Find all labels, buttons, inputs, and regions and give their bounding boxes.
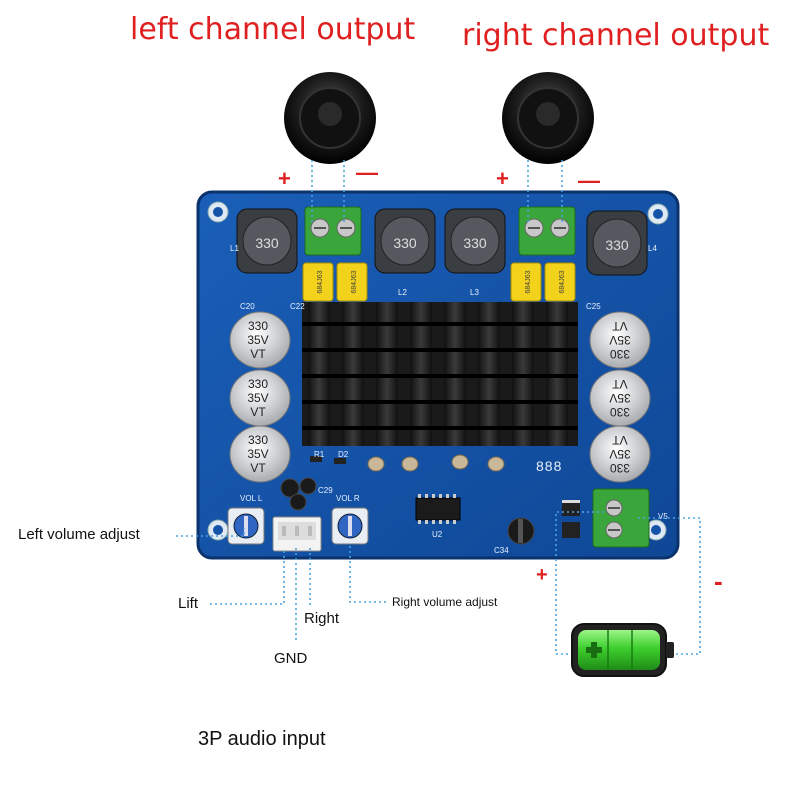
silk-c34: C34 [494, 546, 509, 555]
right-minus-sign: — [578, 168, 600, 193]
left-volume-label: Left volume adjust [18, 526, 140, 543]
left-volume-potentiometer[interactable] [226, 506, 266, 546]
right-channel-output-title: right channel output [462, 18, 770, 53]
film-capacitors-right: 684J63 684J63 [510, 262, 576, 302]
power-plus-sign: + [536, 564, 548, 586]
lift-label: Lift [178, 595, 199, 612]
left-plus-sign: + [278, 166, 291, 191]
silk-vol-r: VOL R [336, 494, 360, 503]
small-capacitors-cluster [280, 477, 317, 511]
svg-text:330: 330 [610, 405, 630, 419]
silk-l4: L4 [648, 244, 657, 253]
svg-text:VT: VT [612, 319, 628, 333]
svg-text:330: 330 [248, 433, 268, 447]
left-speaker-terminal [304, 206, 362, 256]
silk-c25: C25 [586, 302, 601, 311]
capacitor-left-3: 330 35V VT [229, 425, 291, 483]
silk-c22: C22 [290, 302, 305, 311]
silk-l2: L2 [398, 288, 407, 297]
right-label: Right [304, 610, 340, 627]
silk-v5: V5 [658, 512, 668, 521]
film-cap-marking: 684J63 [559, 270, 566, 293]
silk-c20: C20 [240, 302, 255, 311]
svg-text:VT: VT [250, 461, 266, 475]
small-components-row [310, 454, 505, 472]
capacitor-right-3: 330 35V VT [589, 425, 651, 483]
heatsink [302, 302, 578, 446]
silk-u2: U2 [432, 530, 443, 539]
gnd-label: GND [274, 650, 308, 667]
audio-input-label: 3P audio input [198, 728, 326, 750]
left-minus-sign: — [356, 160, 378, 185]
svg-text:330: 330 [610, 461, 630, 475]
svg-text:VT: VT [612, 377, 628, 391]
svg-text:VT: VT [250, 405, 266, 419]
film-cap-marking: 684J63 [525, 270, 532, 293]
film-cap-marking: 684J63 [351, 270, 358, 293]
silk-l1: L1 [230, 244, 239, 253]
svg-text:35V: 35V [609, 391, 630, 405]
left-channel-output-title: left channel output [130, 12, 416, 47]
capacitor-left-1: 330 35V VT [229, 311, 291, 369]
svg-text:330: 330 [248, 319, 268, 333]
silk-l3: L3 [470, 288, 479, 297]
capacitor-right-1: 330 35V VT [589, 311, 651, 369]
capacitor-c34 [507, 517, 535, 545]
battery-icon [571, 623, 674, 677]
inductor-marking: 330 [255, 235, 279, 251]
diode-d1 [562, 500, 580, 538]
left-speaker-icon [284, 72, 376, 164]
right-volume-potentiometer[interactable] [330, 506, 370, 546]
right-plus-sign: + [496, 166, 509, 191]
film-capacitors-left: 684J63 684J63 [302, 262, 368, 302]
right-volume-label: Right volume adjust [392, 595, 498, 609]
film-cap-marking: 684J63 [317, 270, 324, 293]
svg-text:35V: 35V [247, 391, 268, 405]
power-minus-sign: - [714, 566, 723, 596]
svg-text:35V: 35V [247, 333, 268, 347]
svg-text:VT: VT [612, 433, 628, 447]
svg-text:VT: VT [250, 347, 266, 361]
capacitor-left-2: 330 35V VT [229, 369, 291, 427]
svg-text:35V: 35V [609, 447, 630, 461]
audio-input-connector [272, 516, 322, 552]
inductor-marking: 330 [605, 237, 629, 253]
inductor-marking: 330 [393, 235, 417, 251]
ic-chip-u2 [415, 494, 461, 524]
svg-text:35V: 35V [609, 333, 630, 347]
silk-vol-l: VOL L [240, 494, 263, 503]
inductor-marking: 330 [463, 235, 487, 251]
svg-text:330: 330 [248, 377, 268, 391]
silk-display: 888 [536, 458, 563, 474]
power-input-terminal [592, 488, 650, 548]
silk-d2: D2 [338, 450, 349, 459]
right-speaker-terminal [518, 206, 576, 256]
svg-text:35V: 35V [247, 447, 268, 461]
silk-c29: C29 [318, 486, 333, 495]
right-speaker-icon [502, 72, 594, 164]
silk-r1: R1 [314, 450, 325, 459]
svg-text:330: 330 [610, 347, 630, 361]
